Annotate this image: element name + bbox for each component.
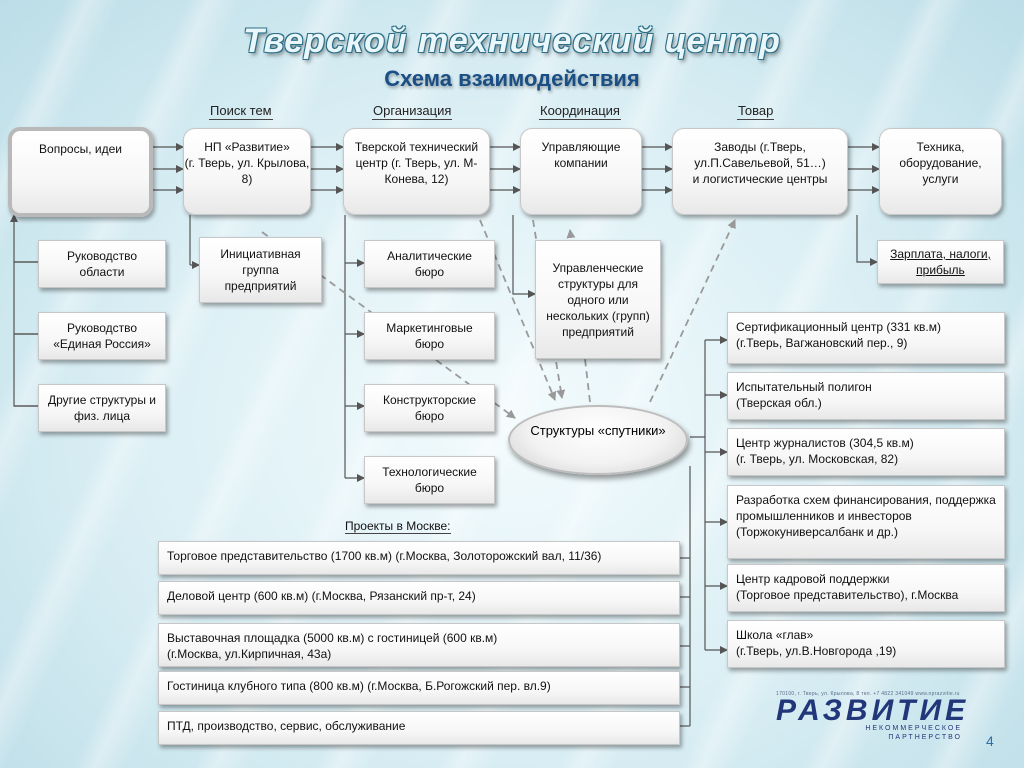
box-journalists-center: Центр журналистов (304,5 кв.м) (г. Тверь… [727, 428, 1005, 476]
box-hr-support-center: Центр кадровой поддержки (Торговое предс… [727, 564, 1005, 612]
box-technology-bureau: Технологические бюро [364, 456, 495, 504]
box-salary-taxes-profit: Зарплата, налоги, прибыль [877, 240, 1004, 284]
box-financing-schemes: Разработка схем финансирования, поддержк… [727, 485, 1005, 559]
column-heading-coordination: Координация [539, 103, 621, 120]
page-number: 4 [986, 733, 994, 749]
box-project-business-center: Деловой центр (600 кв.м) (г.Москва, Ряза… [158, 581, 680, 615]
box-questions-ideas: Вопросы, идеи [8, 127, 153, 217]
box-analytical-bureau: Аналитические бюро [364, 240, 495, 288]
box-np-razvitie: НП «Развитие» (г. Тверь, ул. Крылова, 8) [183, 128, 311, 215]
box-certification-center: Сертификационный центр (331 кв.м) (г.Тве… [727, 312, 1005, 364]
page-title: Тверской технический центр [243, 22, 781, 60]
box-regional-government: Руководство области [38, 240, 166, 288]
razvitie-logo: 170100, г. Тверь, ул. Крылова, 8 тел. +7… [776, 691, 966, 743]
box-project-club-hotel: Гостиница клубного типа (800 кв.м) (г.Мо… [158, 671, 680, 705]
projects-label: Проекты в Москве: [345, 519, 451, 534]
box-project-trade-mission: Торговое представительство (1700 кв.м) (… [158, 541, 680, 575]
logo-address: 170100, г. Тверь, ул. Крылова, 8 тел. +7… [776, 691, 960, 697]
logo-sub-1: НЕКОММЕРЧЕСКОЕ [865, 725, 962, 732]
box-test-site: Испытательный полигон (Тверская обл.) [727, 372, 1005, 420]
logo-name: РАЗВИТИЕ [776, 694, 970, 727]
box-management-companies: Управляющие компании [520, 128, 642, 215]
column-heading-organization: Организация [372, 103, 453, 120]
box-initiative-group: Инициативная группа предприятий [199, 237, 322, 303]
box-design-bureau: Конструкторские бюро [364, 384, 495, 432]
box-project-exhibition: Выставочная площадка (5000 кв.м) с гости… [158, 623, 680, 667]
box-tver-tech-center: Тверской технический центр (г. Тверь, ул… [343, 128, 490, 215]
column-heading-search: Поиск тем [209, 103, 273, 120]
oval-satellite-structures: Структуры «спутники» [508, 405, 688, 475]
box-marketing-bureau: Маркетинговые бюро [364, 312, 495, 360]
logo-sub-2: ПАРТНЕРСТВО [888, 734, 962, 741]
box-heads-school: Школа «глав» (г.Тверь, ул.В.Новгорода ,1… [727, 620, 1005, 668]
box-factories: Заводы (г.Тверь, ул.П.Савельевой, 51…) и… [672, 128, 848, 215]
box-project-production: ПТД, производство, сервис, обслуживание [158, 711, 680, 745]
box-equipment-services: Техника, оборудование, услуги [879, 128, 1002, 215]
column-heading-goods: Товар [737, 103, 775, 120]
box-management-structures: Управленческие структуры для одного или … [535, 240, 661, 359]
box-united-russia: Руководство «Единая Россия» [38, 312, 166, 360]
page-subtitle: Схема взаимодействия [384, 66, 640, 91]
box-other-structures: Другие структуры и физ. лица [38, 384, 166, 432]
